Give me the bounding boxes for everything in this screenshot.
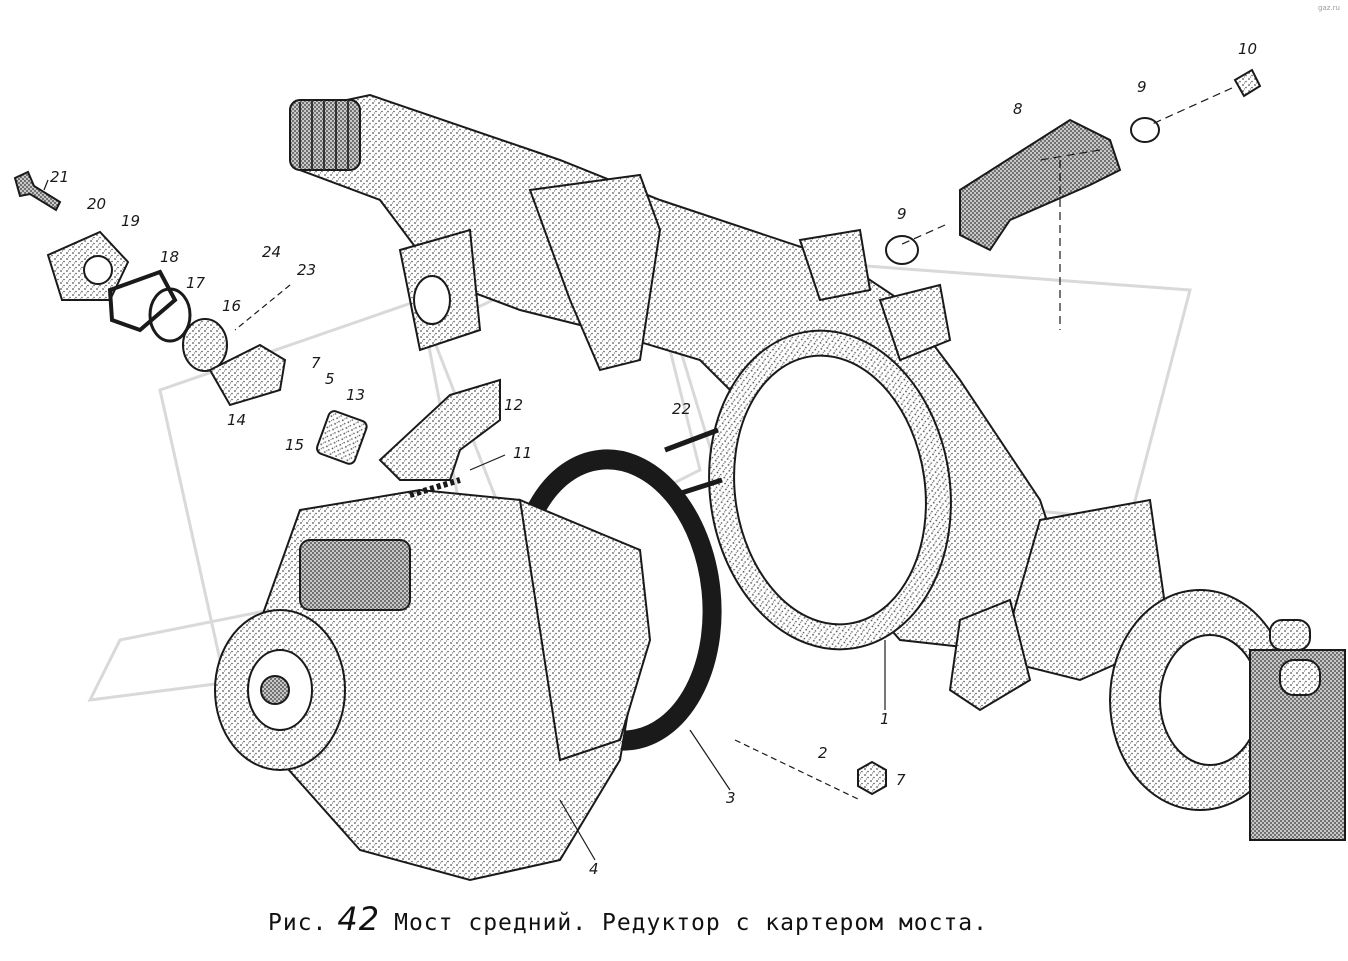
part-label: 2 xyxy=(818,744,828,762)
small-parts xyxy=(13,68,1262,796)
figure-caption: Рис. 42 Мост средний. Редуктор с картером … xyxy=(268,900,988,938)
part-label: 20 xyxy=(87,195,107,213)
part-label: 19 xyxy=(121,212,141,230)
caption-title: Мост средний. Редуктор с картером моста. xyxy=(394,910,988,936)
leader-lines xyxy=(43,87,1233,861)
part-label: 14 xyxy=(227,411,247,429)
part-label: 7 xyxy=(896,771,906,789)
part-label: 3 xyxy=(726,789,736,807)
part-label: 17 xyxy=(186,274,206,292)
part-label: 22 xyxy=(672,400,692,418)
right-axle-end xyxy=(948,498,1346,841)
part-label: 10 xyxy=(1238,40,1258,58)
part-label: 9 xyxy=(1137,78,1147,96)
part-label: 9 xyxy=(897,205,907,223)
part-label: 7 xyxy=(311,354,321,372)
part-label: 21 xyxy=(50,168,70,186)
part-label: 15 xyxy=(285,436,305,454)
part-label: 5 xyxy=(325,370,335,388)
corner-mark: gaz.ru xyxy=(1318,4,1340,12)
caption-prefix: Рис. xyxy=(268,910,328,936)
housing-flange xyxy=(708,329,952,651)
part-label: 11 xyxy=(513,444,533,462)
part-label: 18 xyxy=(160,248,180,266)
part-label: 13 xyxy=(346,386,366,404)
part-label: 24 xyxy=(262,243,282,261)
part-label: 12 xyxy=(504,396,524,414)
figure-number: 42 xyxy=(337,900,381,938)
part-label: 23 xyxy=(297,261,317,279)
part-label: 8 xyxy=(1013,100,1023,118)
part-label: 16 xyxy=(222,297,242,315)
part-label: 4 xyxy=(589,860,599,878)
part-label: 1 xyxy=(880,710,890,728)
reducer-housing xyxy=(214,488,652,882)
